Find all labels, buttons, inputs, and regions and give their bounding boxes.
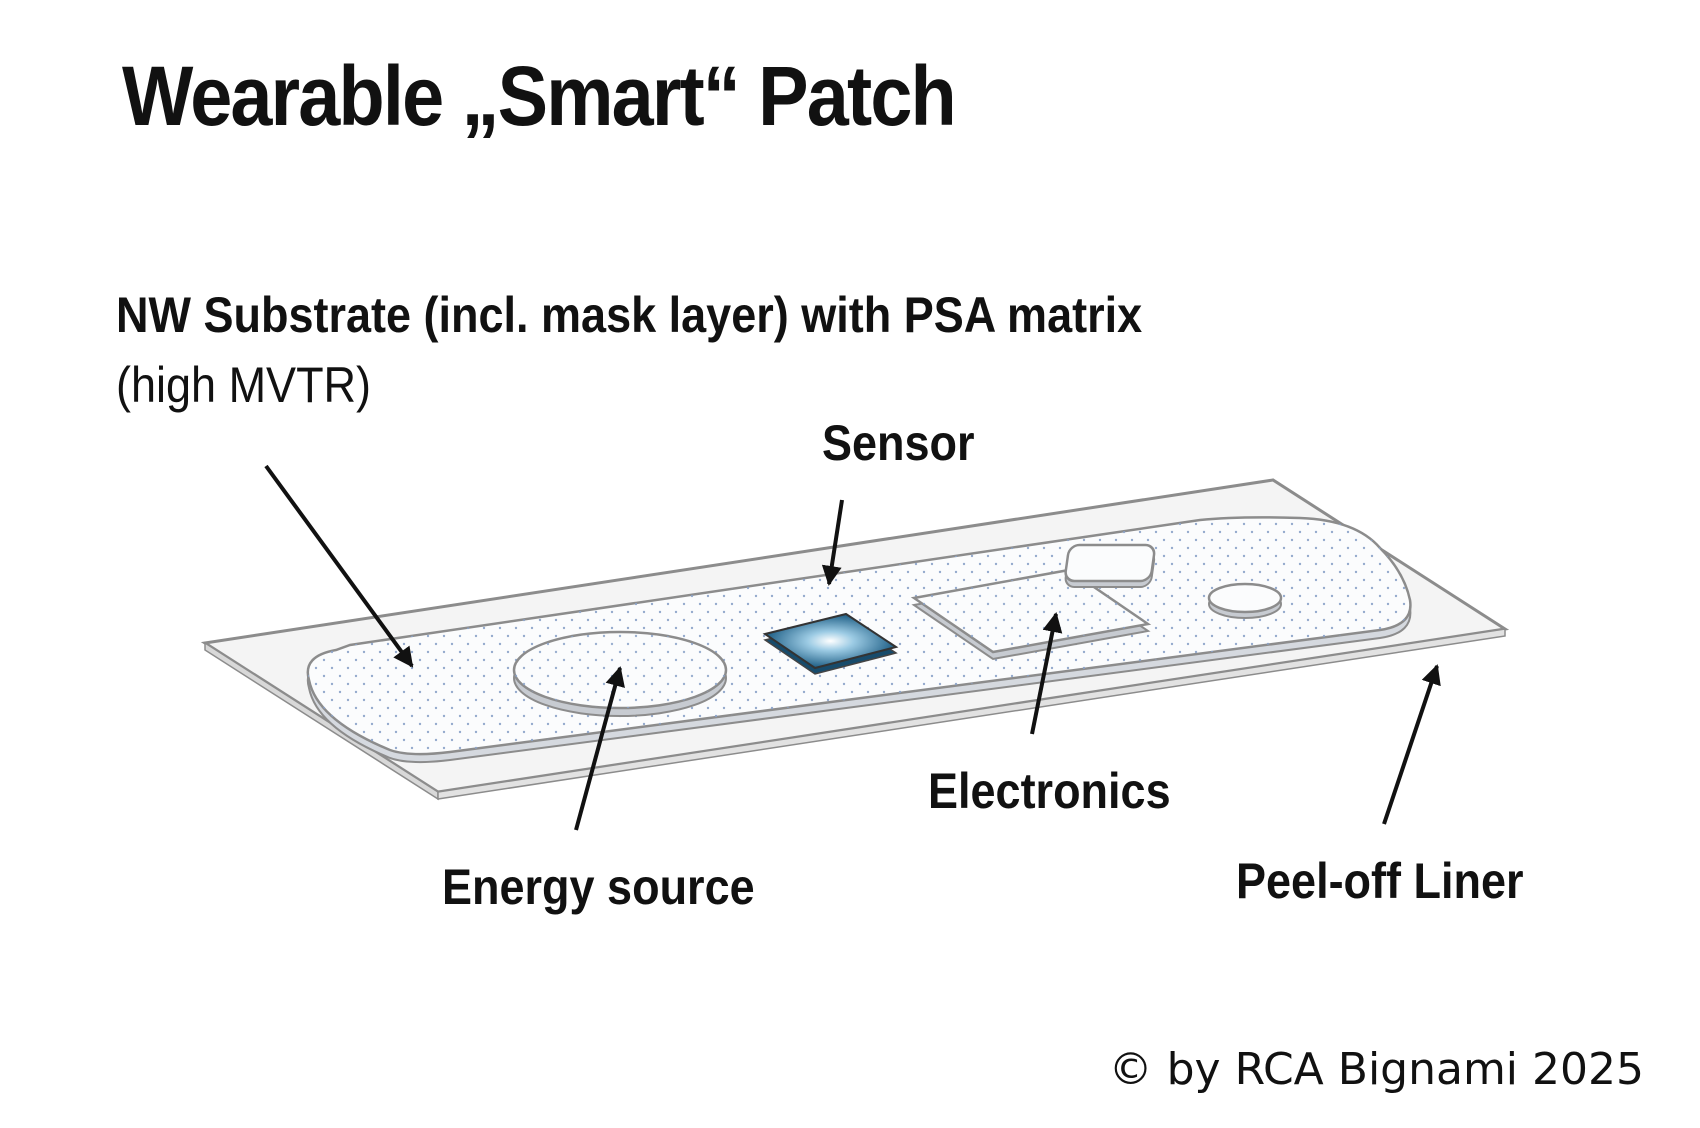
energy-source-arrow	[574, 666, 625, 831]
peel-off-liner-label: Peel-off Liner	[1236, 853, 1524, 909]
copyright-notice: © by RCA Bignami 2025	[1108, 1044, 1644, 1095]
diagram-title: Wearable „Smart“ Patch	[122, 49, 957, 143]
liner-arrow	[1382, 664, 1441, 825]
electronics-label: Electronics	[928, 763, 1171, 819]
substrate-arrow	[264, 464, 414, 668]
small-component	[1064, 543, 1156, 588]
callout-arrows	[264, 464, 1441, 831]
electronics-arrow	[1030, 612, 1063, 735]
sensor-label: Sensor	[822, 415, 975, 471]
sensor-arrow	[821, 499, 844, 586]
electronics-module	[910, 568, 1152, 661]
substrate-label: NW Substrate (incl. mask layer) with PSA…	[116, 287, 1143, 343]
small-disc-component	[1207, 582, 1283, 619]
sensor-chip	[762, 612, 899, 675]
energy-source-label: Energy source	[442, 859, 755, 915]
substrate-sublabel: (high MVTR)	[116, 357, 372, 413]
